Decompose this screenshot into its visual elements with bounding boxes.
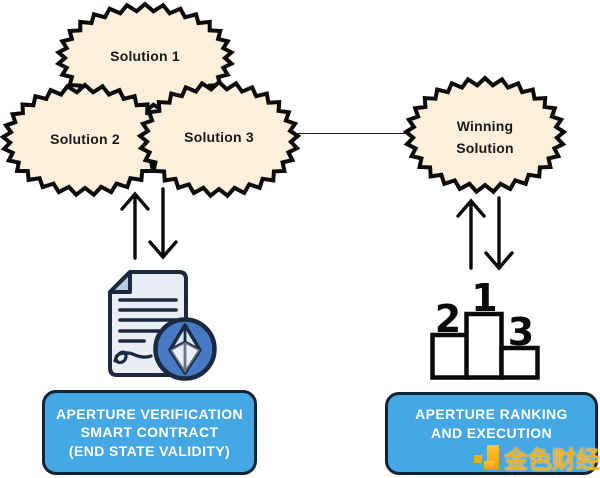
burst-label-solution-2: Solution 2 bbox=[50, 131, 120, 147]
verification-box-line-1: APERTURE VERIFICATION bbox=[55, 405, 244, 422]
burst-winning-solution bbox=[402, 75, 568, 195]
winning-label-line-2: Solution bbox=[456, 140, 514, 156]
arrows-left bbox=[120, 187, 178, 260]
ranking-podium-icon: 2 1 3 bbox=[430, 276, 540, 380]
verification-smart-contract-box: APERTURE VERIFICATION SMART CONTRACT (EN… bbox=[42, 390, 257, 475]
document-folded-corner bbox=[108, 270, 132, 294]
logo-foot bbox=[484, 460, 494, 470]
podium-block-first bbox=[464, 311, 504, 380]
podium-block-second bbox=[430, 332, 471, 380]
jinse-finance-logo-icon bbox=[474, 444, 500, 471]
podium-number-2: 2 bbox=[435, 297, 461, 341]
connector-line bbox=[296, 133, 408, 134]
verification-box-line-2: SMART CONTRACT bbox=[80, 424, 219, 441]
watermark-text: 金色财经 bbox=[504, 445, 600, 474]
arrows-right bbox=[456, 196, 514, 271]
burst-shape-solution-3 bbox=[136, 79, 302, 199]
down-arrow-head bbox=[484, 251, 514, 271]
podium-block-third bbox=[499, 345, 540, 380]
podium-number-3: 3 bbox=[508, 310, 534, 354]
verification-box-line-3: (END STATE VALIDITY) bbox=[68, 442, 231, 459]
ranking-box-line-2: AND EXECUTION bbox=[430, 424, 553, 441]
up-arrow-head bbox=[456, 198, 486, 218]
smart-contract-document-icon bbox=[108, 270, 217, 381]
winning-label-line-1: Winning bbox=[456, 118, 514, 134]
up-arrow-head bbox=[120, 191, 150, 211]
watermark: 金色财经 bbox=[474, 441, 600, 474]
ethereum-icon bbox=[168, 323, 202, 375]
logo-square bbox=[474, 454, 482, 463]
burst-label-solution-3: Solution 3 bbox=[184, 129, 254, 145]
ranking-box-line-1: APERTURE RANKING bbox=[415, 406, 568, 422]
burst-label-solution-1: Solution 1 bbox=[110, 48, 180, 64]
ranking-execution-box: APERTURE RANKING AND EXECUTION bbox=[385, 392, 598, 475]
podium-number-1: 1 bbox=[471, 276, 497, 320]
document-signature bbox=[113, 350, 153, 365]
burst-shape-winning-solution bbox=[402, 75, 568, 195]
burst-solution-3 bbox=[136, 79, 302, 199]
burst-label-winning-solution: Winning Solution bbox=[425, 115, 545, 159]
down-arrow-head bbox=[148, 240, 178, 260]
